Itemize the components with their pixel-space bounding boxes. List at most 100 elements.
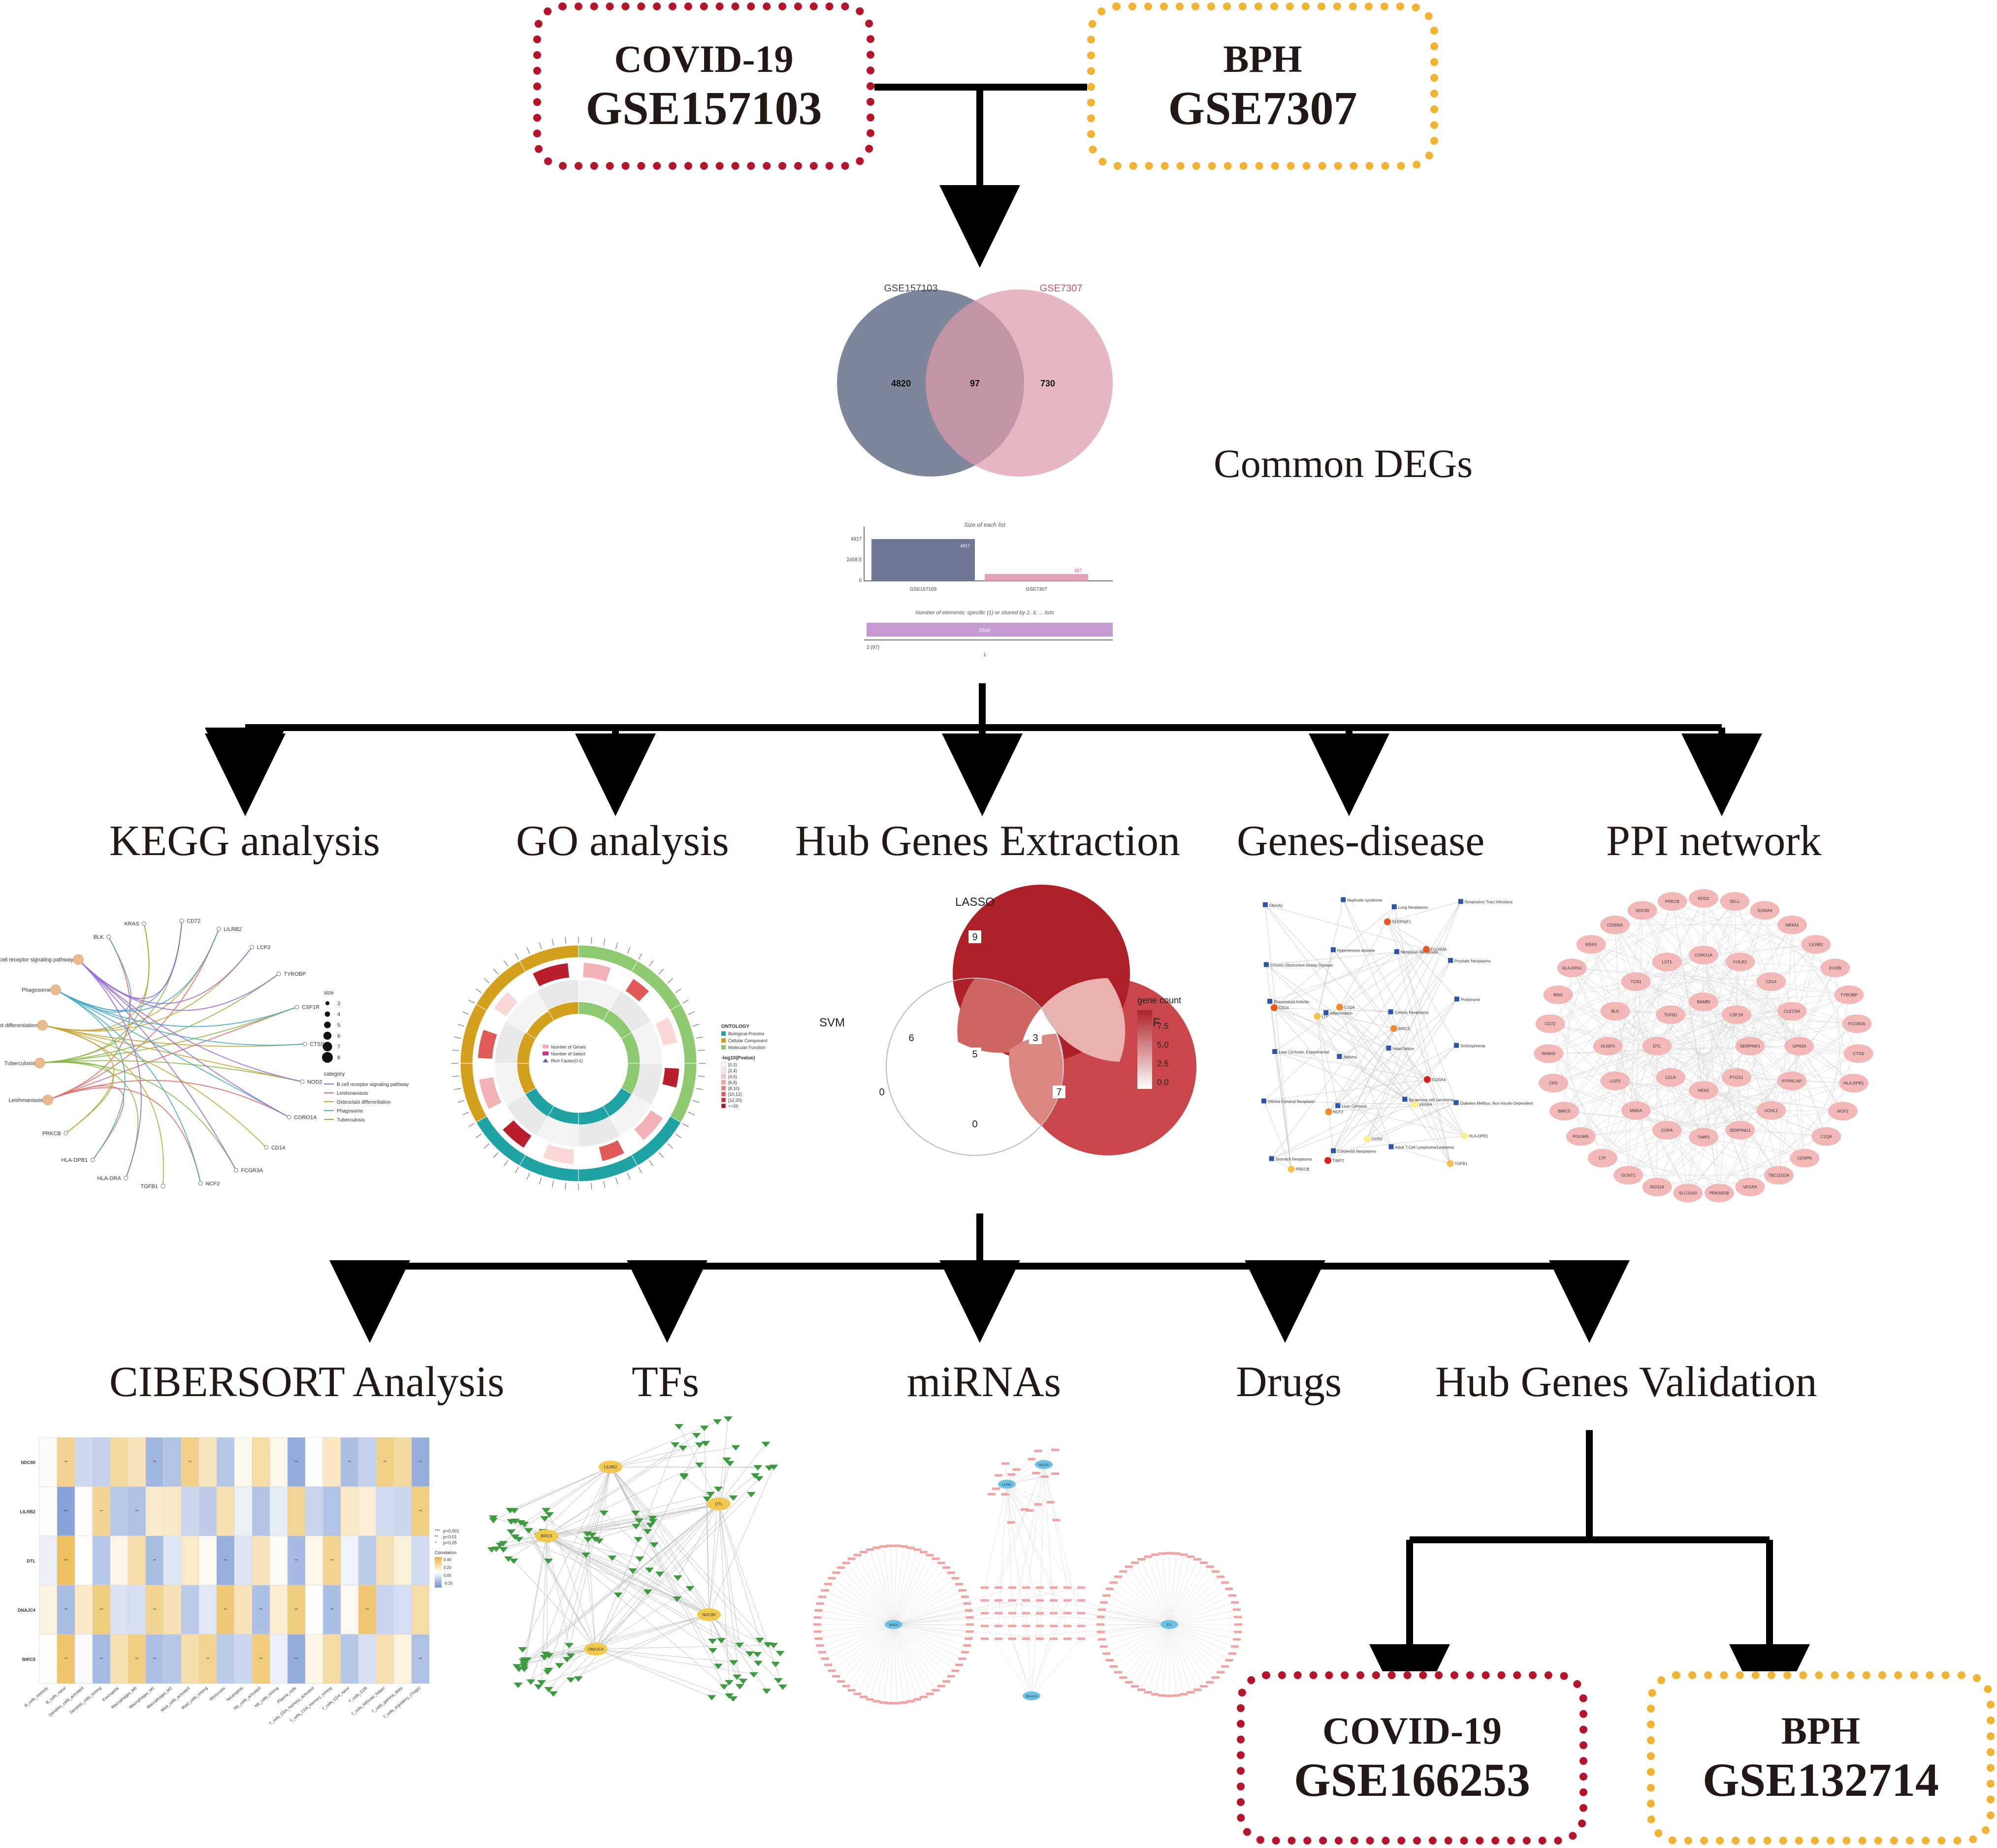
go-tick: [452, 1050, 459, 1051]
mirna-node: [824, 1583, 832, 1586]
heatmap-cell: [376, 1437, 394, 1487]
tf-node: [675, 1424, 684, 1430]
tf-node: [773, 1678, 783, 1684]
arrow-down-icon: [939, 185, 1020, 268]
mirna-node: [1007, 1521, 1015, 1524]
gene-node: [124, 1176, 129, 1180]
go-tick: [676, 988, 682, 993]
heatmap-cell: [322, 1535, 341, 1586]
mirna-node: [1232, 1608, 1241, 1611]
tf-node: [648, 1519, 658, 1525]
mirna-node: [1109, 1581, 1118, 1584]
mirna-node: [1234, 1616, 1242, 1619]
size-legend-dot: [322, 1052, 333, 1063]
disease-node: [1261, 1098, 1266, 1104]
ppi-node-label: LDLR: [1665, 1075, 1676, 1080]
arrow-down-icon: [1309, 733, 1389, 816]
hub-gene-label: BIRC5: [889, 1624, 898, 1627]
tf-node: [713, 1487, 723, 1493]
mirna-node: [842, 1561, 850, 1564]
heatmap-sig: **: [153, 1657, 156, 1661]
ppi-node-label: RGS18: [1650, 1184, 1664, 1189]
tf-node: [673, 1575, 682, 1581]
heatmap-sig: **: [135, 1509, 138, 1514]
mirna-node: [866, 1548, 874, 1551]
tf-node: [574, 1676, 583, 1682]
go-tick: [615, 1177, 618, 1184]
heatmap-sig: **: [224, 1608, 227, 1612]
ppi-node: [1543, 985, 1573, 1004]
barplot-title: Size of each list: [964, 521, 1006, 528]
tf-node: [504, 1556, 513, 1562]
heatmap-cell: [128, 1437, 146, 1487]
heatmap-cell: [163, 1634, 182, 1684]
mirna-node: [1187, 1555, 1195, 1558]
covid-gse: GSE157103: [585, 81, 822, 134]
gene-node: [1270, 1004, 1278, 1012]
pval-legend-swatch: [721, 1074, 726, 1079]
kegg-node-label: CTSS: [310, 1042, 324, 1048]
mirna-node: [1225, 1659, 1233, 1661]
mirna-node: [1180, 1553, 1188, 1556]
heatmap-sig: **: [153, 1460, 156, 1465]
ppi-node: [1557, 958, 1587, 978]
heatmap-sig: **: [348, 1460, 351, 1465]
size-legend-label: 6: [337, 1033, 340, 1039]
heatmap-cell: [305, 1585, 323, 1635]
mirna-node: [926, 1692, 934, 1695]
mirna-node: [1077, 1586, 1085, 1589]
heatmap-sig: **: [153, 1608, 156, 1612]
heatmap-cell: [340, 1486, 359, 1536]
ppi-node: [1784, 1037, 1814, 1055]
go-tick: [658, 1152, 664, 1158]
mirna-node: [955, 1663, 964, 1666]
heatmap-col-label: T_cells_gamma_delta: [371, 1686, 404, 1714]
bph-label: BPH: [1223, 37, 1302, 80]
mirna-node: [937, 1685, 945, 1688]
go-tick: [638, 953, 643, 959]
heatmap-cell: [340, 1585, 359, 1635]
gene-label: C1QA: [1344, 1005, 1355, 1010]
gene-node: [216, 926, 221, 931]
svg-text:0.20: 0.20: [444, 1565, 451, 1570]
svg-text:5.0: 5.0: [1157, 1040, 1169, 1050]
mirna-node: [1022, 1625, 1030, 1627]
heatmap-cell: [411, 1437, 430, 1487]
go-tick: [696, 1036, 703, 1039]
ppi-node-label: TIMP2: [1697, 1135, 1709, 1140]
heatmap-sig: ***: [64, 1559, 68, 1563]
go-tick: [539, 1177, 542, 1184]
go-tick: [454, 1036, 461, 1039]
mirna-node: [906, 1546, 915, 1549]
tf-node: [707, 1695, 716, 1701]
go-pvalue-bar: [502, 1119, 532, 1148]
kegg-node-label: CSF1R: [302, 1005, 320, 1011]
heatmap-sig: **: [419, 1509, 422, 1514]
arrow-down-icon: [627, 1260, 708, 1343]
tf-node: [566, 1677, 576, 1683]
tf-node: [753, 1465, 763, 1471]
mirna-node: [919, 1551, 928, 1554]
disease-node: [1453, 1100, 1459, 1105]
heatmap-col-label: Monocytes: [209, 1686, 226, 1702]
gene-node: [90, 1157, 95, 1162]
disease-label: Proteinuria: [1461, 997, 1480, 1002]
disease-label: Chronic Obstructive Airway Disease: [1270, 963, 1333, 967]
kegg-node-label: HLA-DPB1: [61, 1157, 88, 1163]
gene-node: [294, 1005, 299, 1010]
ppi-node-label: BLK: [1611, 1009, 1619, 1014]
ppi-node-label: S100A4: [1757, 908, 1772, 913]
disease-node: [1335, 1103, 1341, 1108]
mirna-node: [1046, 1501, 1055, 1504]
ppi-node-label: BIN2: [1553, 992, 1563, 997]
mirna-node: [1050, 1637, 1058, 1640]
heatmap-cell: [340, 1535, 359, 1586]
mirna-node: [981, 1637, 989, 1640]
ppi-node: [1600, 915, 1630, 934]
go-tick: [692, 1023, 700, 1027]
tf-node: [729, 1696, 738, 1702]
heatmap-cell: [181, 1535, 199, 1586]
go-pvalue-bar: [662, 1067, 680, 1088]
heatmap-cell: [358, 1486, 377, 1536]
ppi-node-label: CD72: [1545, 1021, 1556, 1026]
